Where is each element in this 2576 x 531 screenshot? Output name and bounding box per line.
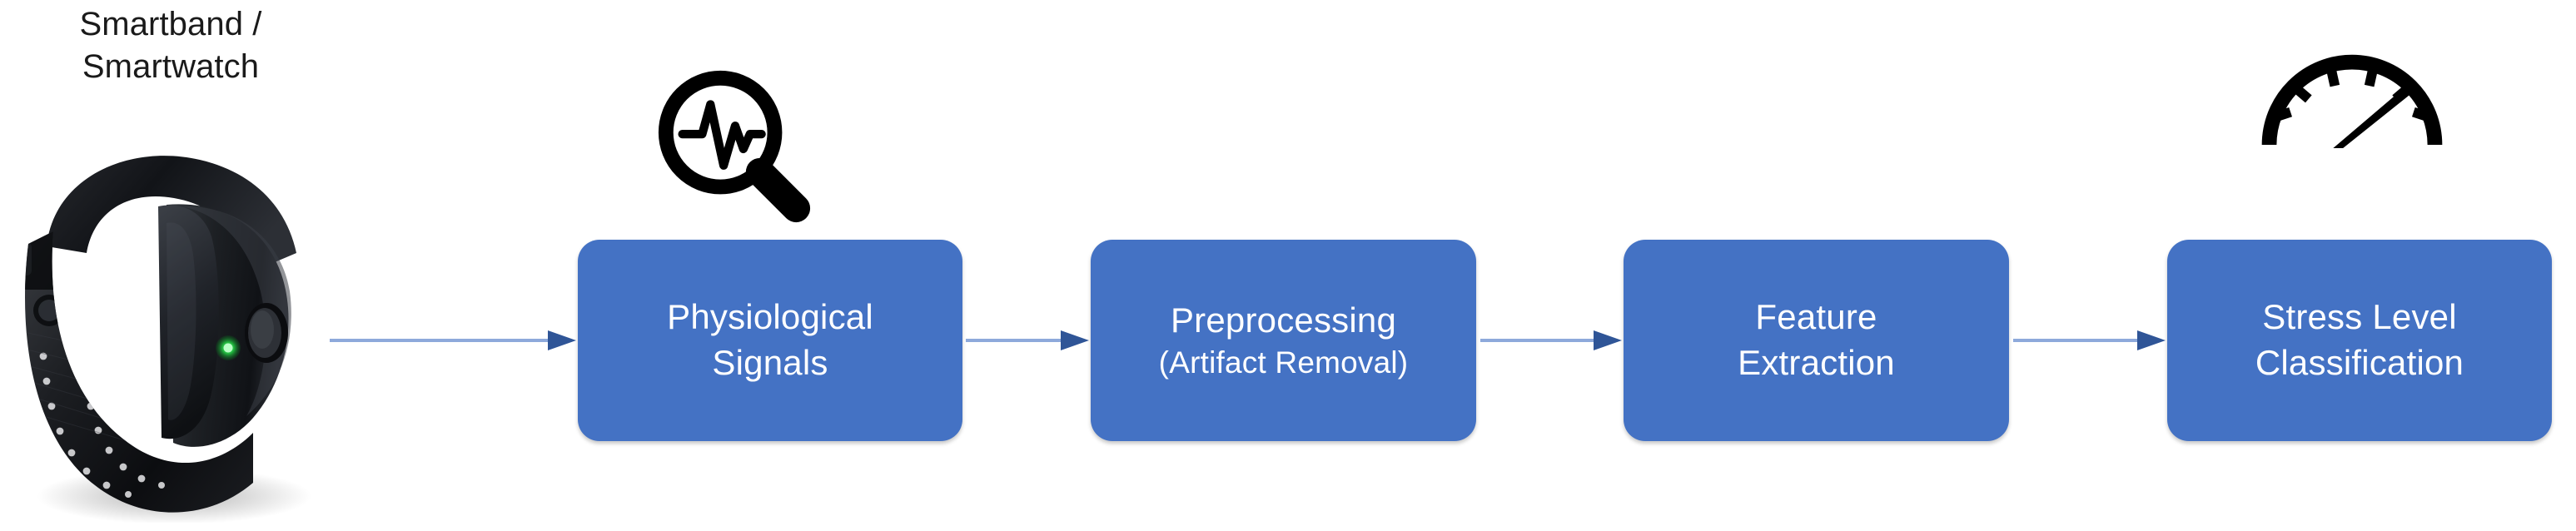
process-box-label: Feature Extraction [1738,297,1895,382]
arrow-feature-extraction-to-stress-level-classification [2013,324,2166,357]
process-box-stress-level-classification[interactable]: Stress Level Classification [2167,240,2552,441]
source-device-label: Smartband / Smartwatch [79,6,262,86]
gauge-icon [2256,40,2448,148]
process-box-label-sub: (Artifact Removal) [1158,345,1409,380]
process-box-feature-extraction[interactable]: Feature Extraction [1624,240,2009,441]
process-box-preprocessing[interactable]: Preprocessing (Artifact Removal) [1091,240,1476,441]
arrow-physiological-signals-to-preprocessing [966,324,1089,357]
process-box-label-line1: Preprocessing [1170,300,1397,340]
arrow-preprocessing-to-feature-extraction [1480,324,1622,357]
process-box-label: Physiological Signals [667,297,873,382]
process-box-physiological-signals[interactable]: Physiological Signals [578,240,962,441]
signal-magnifier-icon [651,63,816,228]
arrow-smartband-to-physiological-signals [330,324,576,357]
process-box-label: Stress Level Classification [2255,297,2464,382]
smartband-image [3,107,336,523]
process-box-label: Preprocessing (Artifact Removal) [1091,298,1476,384]
